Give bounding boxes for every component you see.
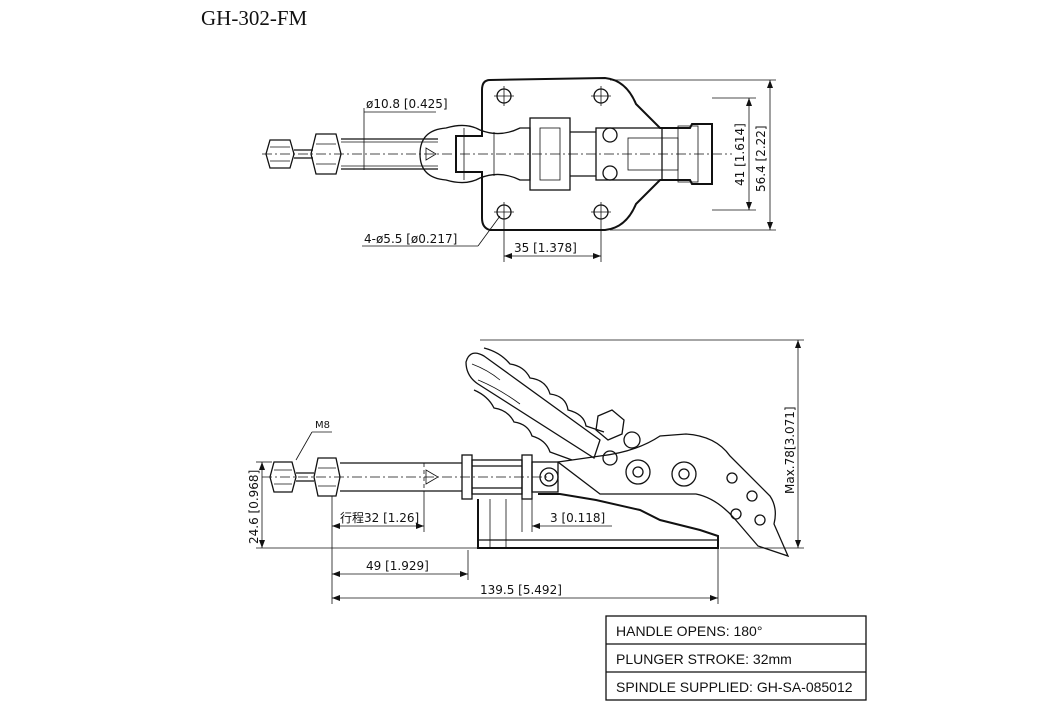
dim-height-side: 24.6 [0.968] (247, 470, 261, 544)
side-view: M8 24.6 [0.968] 行程32 [1.26] 3 [0.118] 49… (247, 339, 804, 604)
dim-hole-spacing: 35 [1.378] (514, 241, 577, 255)
dim-stroke: 行程32 [1.26] (340, 510, 419, 525)
side-handle (465, 352, 601, 459)
spec-handle-opens: HANDLE OPENS: 180° (616, 623, 762, 639)
dim-total-length: 139.5 [5.492] (480, 583, 562, 597)
dim-base-length: 49 [1.929] (366, 559, 429, 573)
dim-max-height: Max.78[3.071] (783, 406, 797, 494)
spec-table: HANDLE OPENS: 180° PLUNGER STROKE: 32mm … (605, 615, 867, 701)
dim-height-outer: 56.4 [2.22] (754, 125, 768, 192)
top-nut (310, 133, 342, 175)
dim-mounting-holes: 4-ø5.5 [ø0.217] (364, 232, 457, 246)
dim-gap: 3 [0.118] (550, 511, 605, 525)
top-bolt-head (265, 139, 295, 169)
drawing-title: GH-302-FM (201, 6, 308, 30)
dim-rod-diameter: ø10.8 [0.425] (366, 97, 448, 111)
side-nut (313, 457, 341, 497)
top-base-plate (455, 76, 713, 231)
spec-spindle-supplied: SPINDLE SUPPLIED: GH-SA-085012 (616, 679, 853, 695)
side-link (556, 433, 790, 558)
side-base (477, 493, 719, 549)
top-view: ø10.8 [0.425] 4-ø5.5 [ø0.217] 35 [1.378]… (262, 76, 776, 262)
dim-height-inner: 41 [1.614] (733, 123, 747, 186)
spec-plunger-stroke: PLUNGER STROKE: 32mm (616, 651, 792, 667)
side-bolt-head (269, 461, 297, 493)
dim-thread: M8 (315, 420, 330, 431)
